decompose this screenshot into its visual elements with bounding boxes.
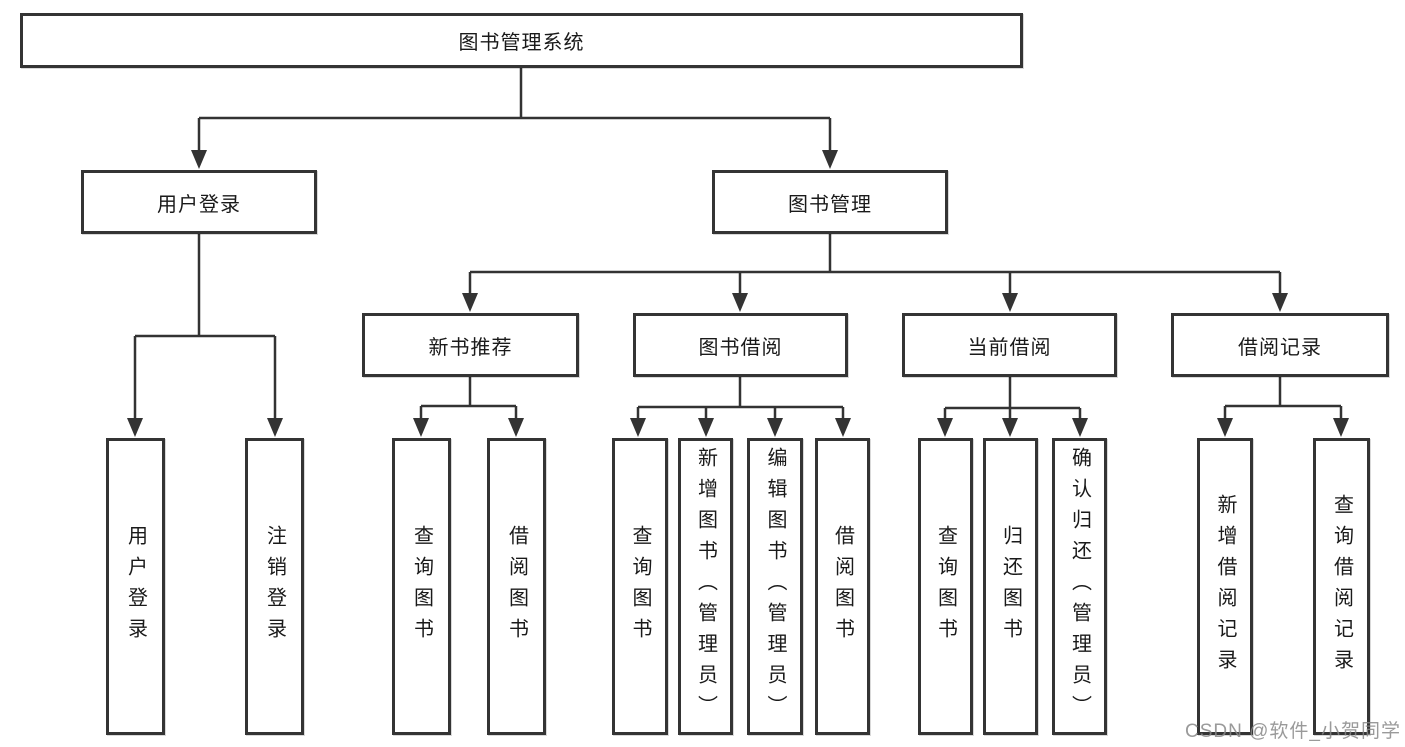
leaf-query-books-recommend: 查询图书	[392, 438, 451, 735]
leaf-user-login: 用户登录	[106, 438, 165, 735]
node-book-borrow: 图书借阅	[633, 313, 848, 377]
csdn-watermark: CSDN @软件_小贺同学	[1185, 721, 1401, 742]
node-current-borrow-label: 当前借阅	[967, 336, 1052, 359]
leaf-add-book-admin-label: 新增图书（管理员）	[694, 447, 717, 726]
leaf-borrow-books-label: 借阅图书	[831, 524, 854, 649]
leaf-return-book-label: 归还图书	[999, 524, 1022, 649]
leaf-borrow-books-recommend-label: 借阅图书	[505, 524, 528, 649]
leaf-query-borrow-record-label: 查询借阅记录	[1330, 493, 1353, 680]
node-borrow-records-label: 借阅记录	[1238, 336, 1322, 359]
leaf-borrow-books: 借阅图书	[815, 438, 870, 735]
leaf-add-book-admin: 新增图书（管理员）	[678, 438, 733, 735]
node-current-borrow: 当前借阅	[902, 313, 1117, 377]
leaf-logout: 注销登录	[245, 438, 304, 735]
leaf-user-login-label: 用户登录	[124, 524, 147, 649]
leaf-query-borrow-record: 查询借阅记录	[1313, 438, 1370, 735]
leaf-query-books-current: 查询图书	[918, 438, 973, 735]
node-book-borrow-label: 图书借阅	[698, 336, 783, 359]
node-root: 图书管理系统	[20, 13, 1023, 68]
leaf-confirm-return-admin: 确认归还（管理员）	[1052, 438, 1107, 735]
leaf-query-books-recommend-label: 查询图书	[410, 524, 433, 649]
node-book-management-label: 图书管理	[788, 193, 872, 216]
leaf-add-borrow-record: 新增借阅记录	[1197, 438, 1253, 735]
node-borrow-records: 借阅记录	[1171, 313, 1389, 377]
leaf-confirm-return-admin-label: 确认归还（管理员）	[1068, 447, 1091, 726]
leaf-query-books-borrow: 查询图书	[612, 438, 668, 735]
leaf-return-book: 归还图书	[983, 438, 1038, 735]
leaf-query-books-borrow-label: 查询图书	[629, 524, 651, 649]
node-user-login: 用户登录	[81, 170, 317, 234]
leaf-add-borrow-record-label: 新增借阅记录	[1214, 493, 1236, 680]
node-root-label: 图书管理系统	[458, 32, 585, 54]
leaf-edit-book-admin: 编辑图书（管理员）	[747, 438, 803, 735]
node-book-management: 图书管理	[712, 170, 948, 234]
node-new-book-recommend: 新书推荐	[362, 313, 579, 377]
node-user-login-label: 用户登录	[157, 193, 241, 216]
leaf-logout-label: 注销登录	[263, 524, 286, 649]
leaf-edit-book-admin-label: 编辑图书（管理员）	[764, 447, 786, 726]
leaf-query-books-current-label: 查询图书	[934, 524, 957, 649]
leaf-borrow-books-recommend: 借阅图书	[487, 438, 546, 735]
node-new-book-recommend-label: 新书推荐	[428, 336, 513, 359]
